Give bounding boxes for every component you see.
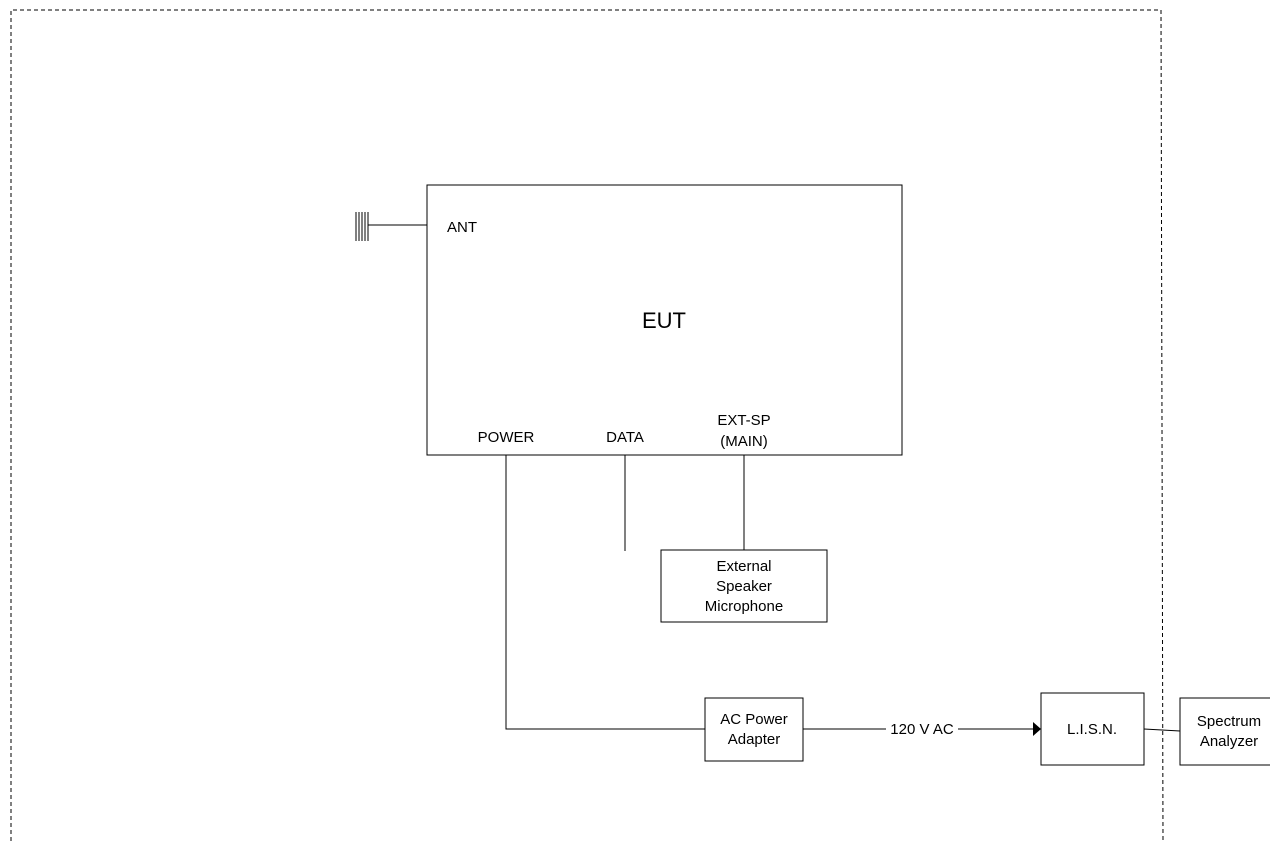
ext-sp-port-label-line2: (MAIN) — [720, 433, 768, 450]
data-port-label: DATA — [606, 429, 644, 446]
eut-label: EUT — [642, 308, 686, 333]
lisn-box — [1040, 692, 1145, 766]
speaker-mic-line3: Microphone — [705, 598, 783, 615]
antenna-icon — [355, 212, 427, 241]
spectrum-analyzer-line1: Spectrum — [1197, 713, 1261, 730]
ext-sp-port-label-line1: EXT-SP — [717, 412, 770, 429]
supply-voltage-label: 120 V AC — [890, 721, 954, 738]
power-port-label: POWER — [478, 429, 535, 446]
speaker-microphone-box — [660, 549, 828, 623]
power-cable — [505, 455, 705, 730]
arrowhead-icon — [1033, 722, 1041, 736]
ant-port-label: ANT — [447, 219, 477, 236]
eut-box — [426, 184, 903, 456]
lisn-label: L.I.S.N. — [1067, 721, 1117, 738]
ac-power-adapter-box — [704, 697, 804, 762]
spectrum-analyzer-line2: Analyzer — [1200, 733, 1258, 750]
analyzer-cable — [1143, 728, 1181, 732]
speaker-mic-line1: External — [716, 558, 771, 575]
spectrum-analyzer-box — [1179, 697, 1270, 766]
ac-adapter-line1: AC Power — [720, 711, 788, 728]
enclosure-boundary — [10, 9, 1164, 841]
ac-adapter-line2: Adapter — [728, 731, 781, 748]
speaker-mic-line2: Speaker — [716, 578, 772, 595]
